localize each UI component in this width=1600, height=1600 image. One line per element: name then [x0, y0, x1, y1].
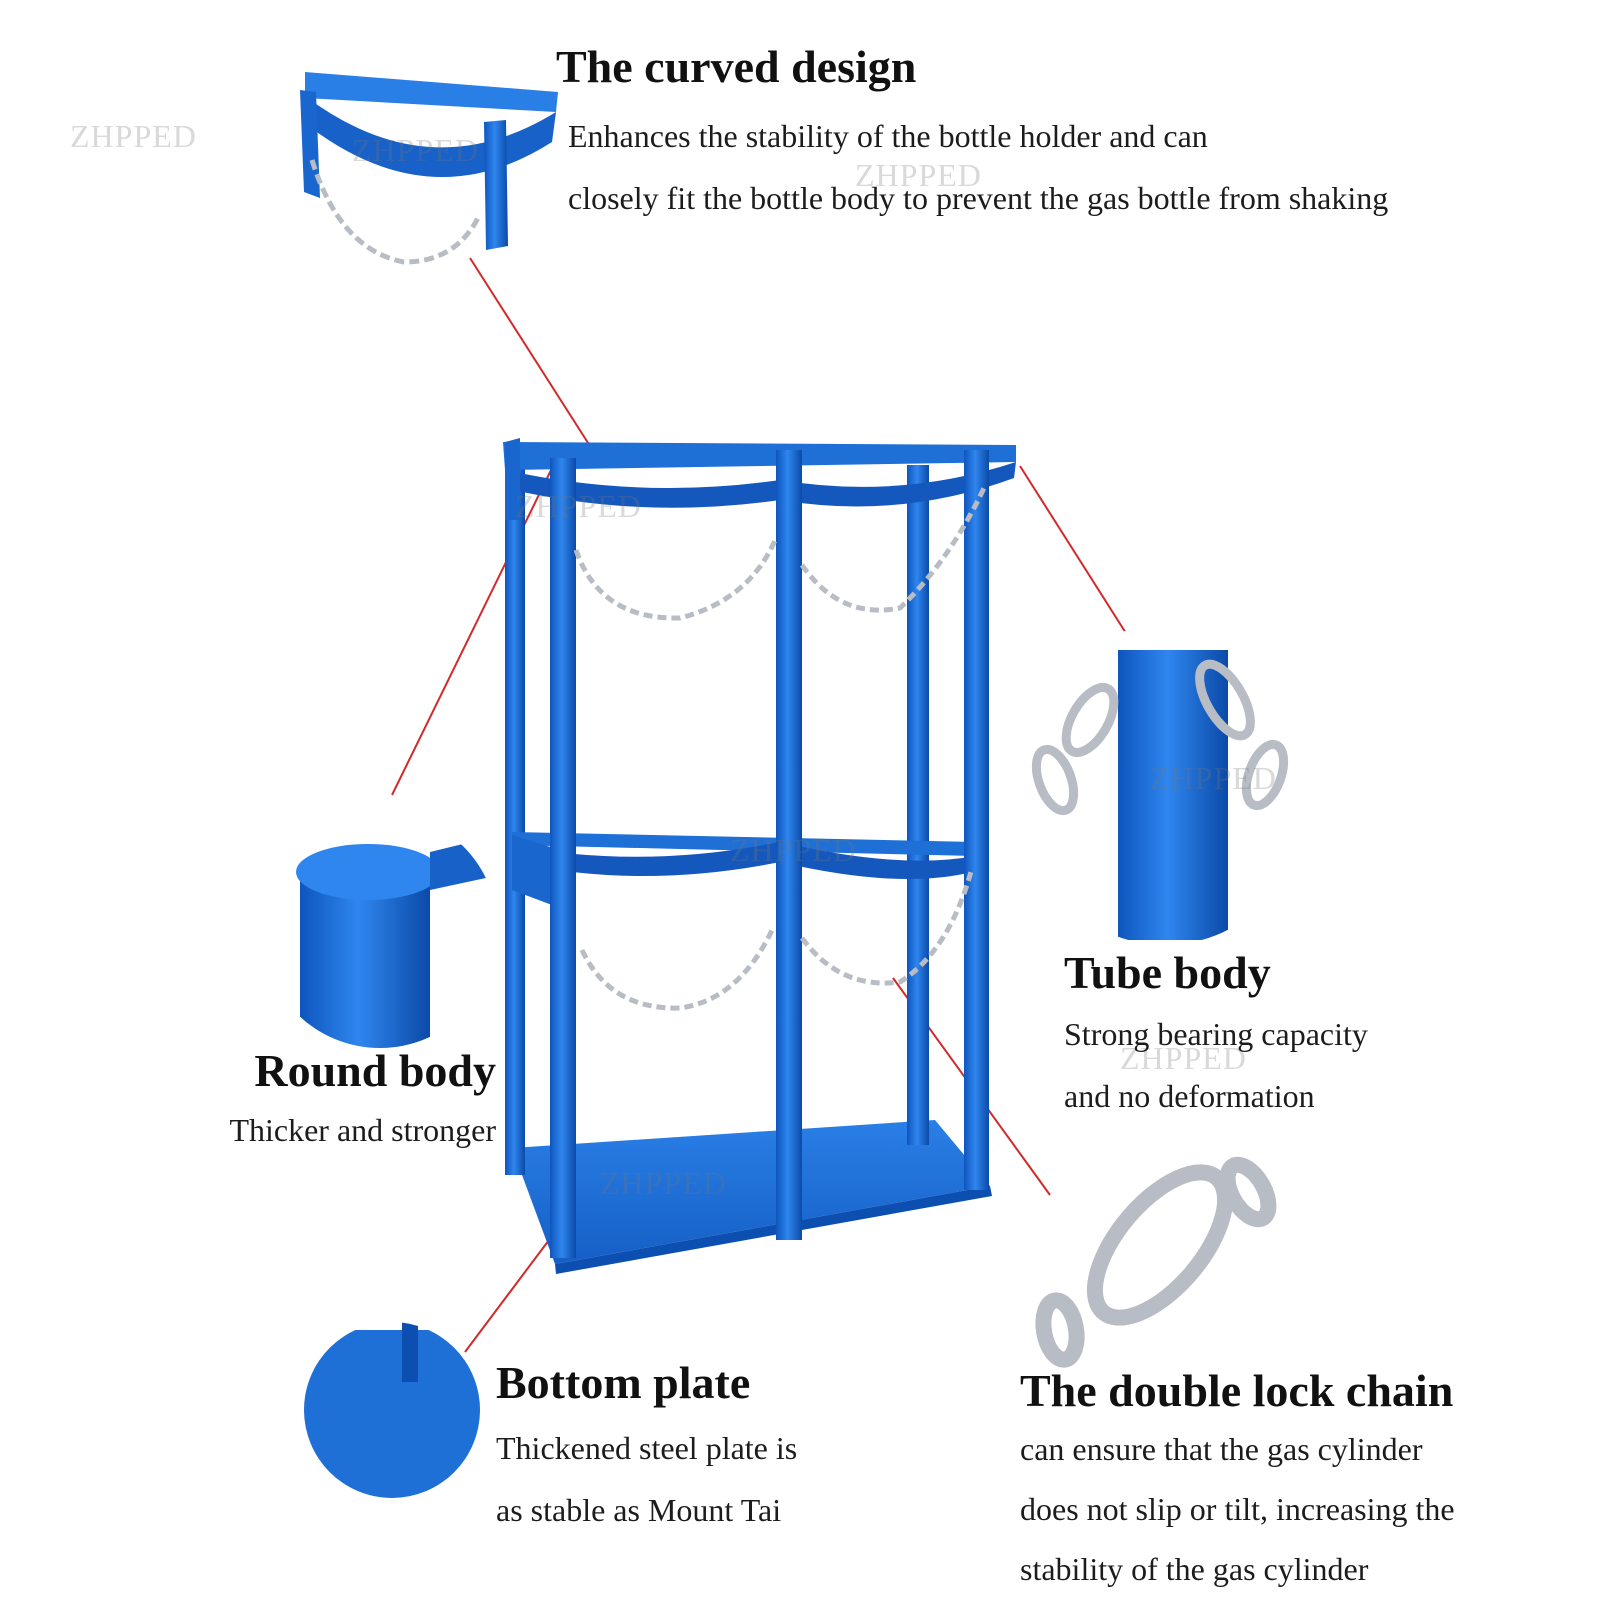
- watermark: ZHPPED: [352, 132, 479, 168]
- double-lock-chain-desc-1: can ensure that the gas cylinder: [1020, 1430, 1423, 1467]
- callout-curved-design: [469, 257, 591, 447]
- bottom-plate-detail-image: [304, 1322, 480, 1498]
- curved-design-detail-image: [300, 72, 558, 265]
- bottom-plate-desc-2: as stable as Mount Tai: [496, 1491, 782, 1528]
- double-lock-chain-desc-2: does not slip or tilt, increasing the: [1020, 1490, 1455, 1527]
- double-lock-chain-detail-image: [1035, 1156, 1277, 1368]
- watermark: ZHPPED: [1120, 1040, 1247, 1076]
- tube-body-detail-image: [1017, 625, 1313, 945]
- double-lock-chain-desc-3: stability of the gas cylinder: [1020, 1550, 1369, 1587]
- round-body-detail-image: [262, 812, 498, 1048]
- gas-cylinder-rack-image: [503, 438, 1016, 1274]
- tube-body-title: Tube body: [1064, 947, 1271, 998]
- watermark: ZHPPED: [515, 488, 642, 524]
- watermark: ZHPPED: [730, 832, 857, 868]
- watermark: ZHPPED: [1150, 760, 1277, 796]
- watermark: ZHPPED: [70, 118, 197, 154]
- curved-design-desc-1: Enhances the stability of the bottle hol…: [568, 117, 1208, 154]
- round-body-section: Round body Thicker and stronger: [140, 1045, 496, 1161]
- curved-design-section: The curved design Enhances the stability…: [556, 41, 1586, 229]
- callout-tube-body: [1019, 465, 1144, 661]
- watermark: ZHPPED: [600, 1165, 727, 1201]
- curved-design-title: The curved design: [556, 41, 917, 92]
- tube-body-section: Tube body Strong bearing capacity and no…: [1064, 947, 1584, 1127]
- bottom-plate-desc-1: Thickened steel plate is: [496, 1429, 798, 1466]
- round-body-title: Round body: [254, 1045, 496, 1096]
- watermark: ZHPPED: [855, 157, 982, 193]
- curved-design-desc-2: closely fit the bottle body to prevent t…: [568, 179, 1389, 216]
- callout-bottom-plate: [464, 1235, 553, 1353]
- tube-body-desc-1: Strong bearing capacity: [1064, 1015, 1368, 1052]
- bottom-plate-title: Bottom plate: [496, 1357, 751, 1408]
- round-body-desc-1: Thicker and stronger: [229, 1111, 496, 1148]
- bottom-plate-section: Bottom plate Thickened steel plate is as…: [496, 1357, 976, 1541]
- double-lock-chain-section: The double lock chain can ensure that th…: [1020, 1365, 1590, 1599]
- callout-round-body: [391, 461, 556, 796]
- tube-body-desc-2: and no deformation: [1064, 1077, 1315, 1114]
- double-lock-chain-title: The double lock chain: [1020, 1365, 1454, 1416]
